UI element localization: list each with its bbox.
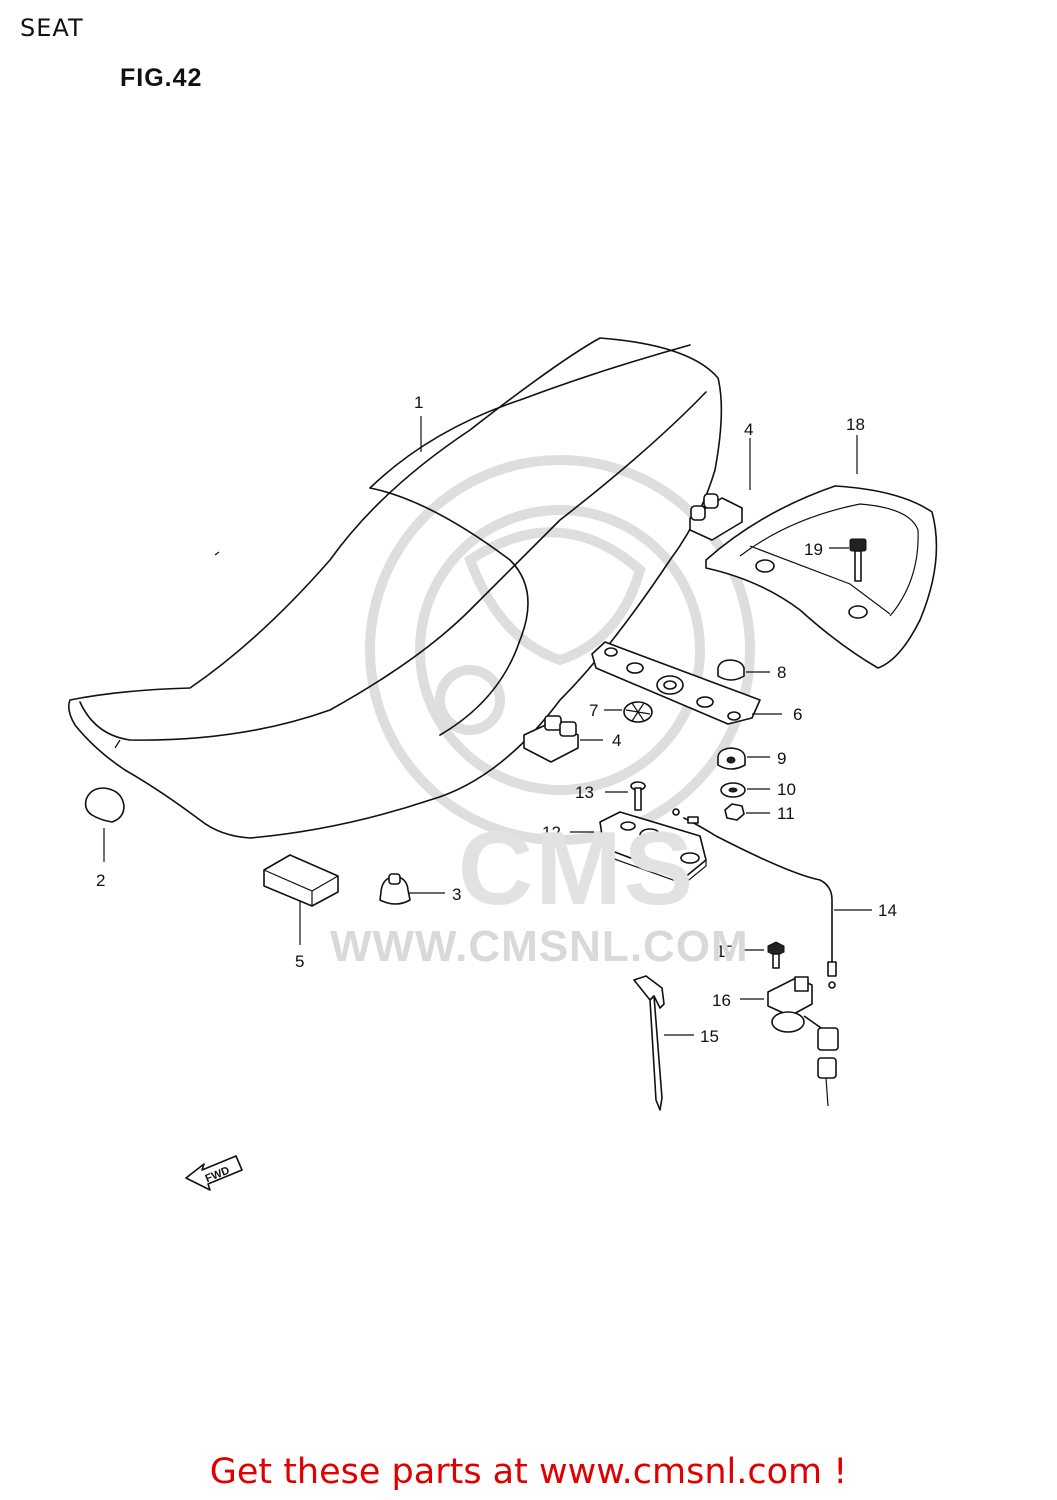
strap-part-15 (633, 975, 694, 1111)
bracket-part-6 (591, 641, 782, 725)
callout-3: 3 (452, 885, 461, 904)
callout-13: 13 (575, 783, 594, 802)
forward-direction-arrow: FWD (185, 1155, 243, 1191)
callout-17: 17 (716, 942, 735, 961)
callout-8: 8 (777, 663, 786, 682)
footer-promo-link[interactable]: Get these parts at www.cmsnl.com ! (209, 1452, 848, 1492)
callout-14: 14 (878, 901, 897, 920)
seat-latch-part-12 (570, 811, 707, 885)
callout-4-lower: 4 (612, 731, 621, 750)
callout-18: 18 (846, 415, 865, 434)
seat-part (68, 337, 723, 839)
seat-lock-part-16 (740, 976, 839, 1107)
cushion-part-3 (379, 873, 445, 905)
cushion-part-8 (717, 659, 770, 681)
watermark-url: WWW.CMSNL.COM (330, 922, 749, 971)
cushion-part-2 (84, 787, 125, 862)
callout-11: 11 (777, 804, 795, 823)
callout-12: 12 (542, 823, 561, 842)
cable-part-14 (672, 808, 872, 989)
watermark-emblem (365, 455, 755, 845)
callout-1: 1 (414, 393, 423, 412)
washer-part-10 (720, 782, 770, 798)
callout-16: 16 (712, 991, 731, 1010)
pad-part-5 (263, 854, 339, 945)
callout-10: 10 (777, 780, 796, 799)
callout-6: 6 (793, 705, 802, 724)
callout-2: 2 (96, 871, 105, 890)
callout-9: 9 (777, 749, 786, 768)
screw-part-13 (605, 781, 646, 811)
screw-part-17 (744, 941, 785, 969)
cushion-part-9 (717, 747, 770, 770)
grommet-part-7 (604, 701, 653, 723)
callout-4-upper: 4 (744, 420, 753, 439)
rubber-block-part-4-upper (689, 438, 751, 541)
rubber-block-part-4-lower (523, 715, 603, 763)
callout-5: 5 (295, 952, 304, 971)
watermark-brand: CMS (458, 811, 696, 927)
bolt-part-19 (829, 538, 867, 582)
section-title: SEAT (20, 14, 84, 42)
callout-15: 15 (700, 1027, 719, 1046)
callout-19: 19 (804, 540, 823, 559)
figure-label: FIG.42 (120, 64, 203, 92)
grab-rail-part-18 (705, 435, 938, 669)
callout-7: 7 (589, 701, 598, 720)
nut-part-11 (724, 803, 770, 821)
